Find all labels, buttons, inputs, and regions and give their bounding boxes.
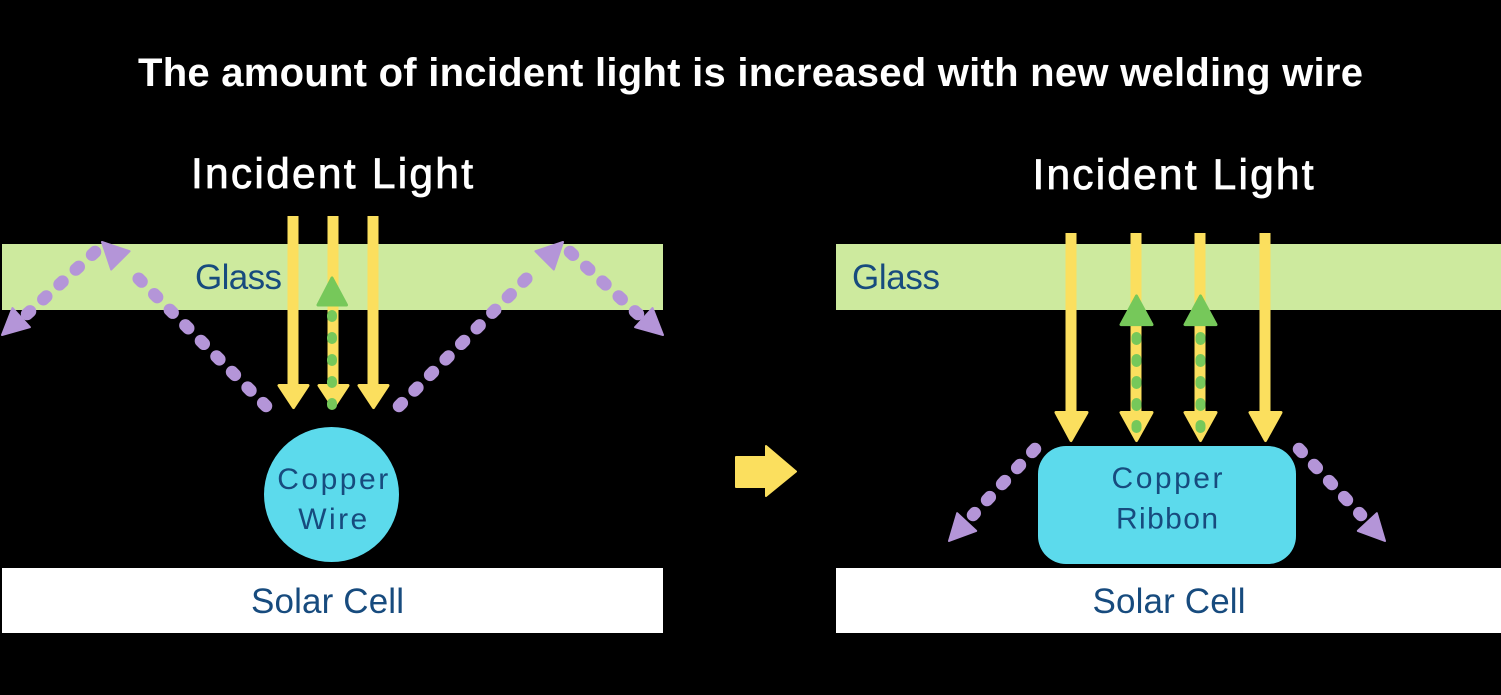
svg-text:Incident Light: Incident Light [1033,152,1314,199]
svg-text:Incident Light: Incident Light [191,151,473,198]
svg-text:Glass: Glass [195,258,282,297]
svg-text:Glass: Glass [852,258,940,297]
svg-text:Wire: Wire [298,503,367,536]
svg-text:Copper: Copper [277,463,388,496]
svg-text:The amount of incident light i: The amount of incident light is increase… [138,51,1363,95]
svg-text:Solar Cell: Solar Cell [251,582,404,621]
svg-text:Ribbon: Ribbon [1116,503,1218,536]
svg-text:Copper: Copper [1112,462,1223,495]
svg-text:Solar Cell: Solar Cell [1093,582,1246,621]
